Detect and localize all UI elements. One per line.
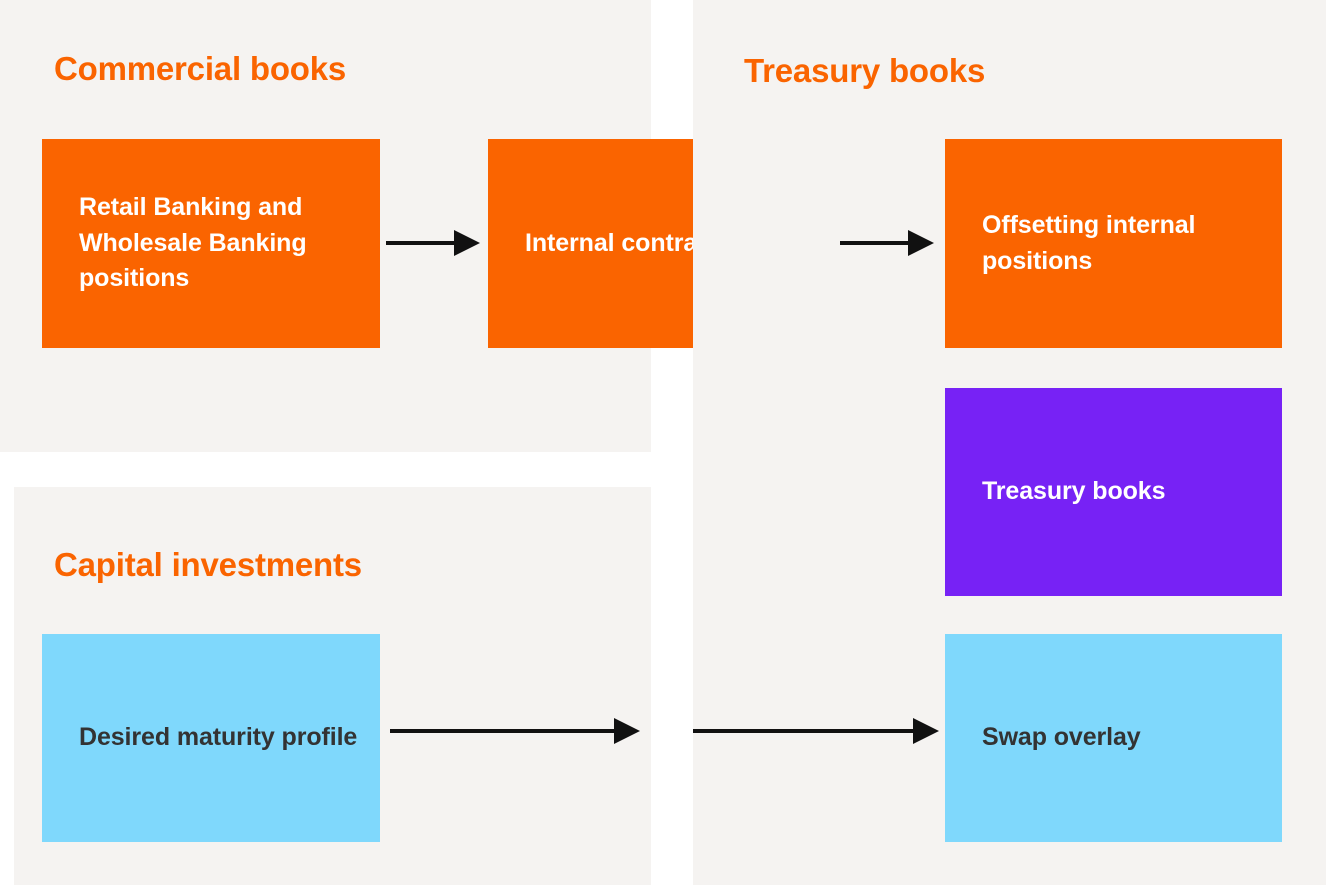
heading-capital-investments: Capital investments <box>54 546 362 583</box>
box-treasury-books-label: Treasury books <box>982 477 1166 506</box>
box-treasury-books[interactable]: Treasury books <box>945 388 1282 596</box>
box-retail-wholesale-positions[interactable]: Retail Banking and Wholesale Banking pos… <box>42 139 380 348</box>
box-desired-maturity-profile-label: Desired maturity profile <box>79 723 358 752</box>
heading-commercial-books: Commercial books <box>54 50 347 87</box>
box-swap-overlay[interactable]: Swap overlay <box>945 634 1282 842</box>
arrow-desired-maturity-outbound-icon <box>390 718 640 744</box>
arrow-retail-to-internal-contracts-icon <box>386 230 480 256</box>
box-offsetting-internal-positions-label: Offsetting internal positions <box>982 211 1196 275</box>
arrow-internal-contracts-to-offsetting-icon <box>840 230 934 256</box>
box-retail-wholesale-positions-label: Retail Banking and Wholesale Banking pos… <box>79 193 307 293</box>
heading-treasury-books: Treasury books <box>744 52 986 89</box>
box-swap-overlay-label: Swap overlay <box>982 723 1141 752</box>
arrow-inbound-to-swap-overlay-icon <box>693 718 939 744</box>
box-desired-maturity-profile[interactable]: Desired maturity profile <box>42 634 380 842</box>
box-offsetting-internal-positions[interactable]: Offsetting internal positions <box>945 139 1282 348</box>
